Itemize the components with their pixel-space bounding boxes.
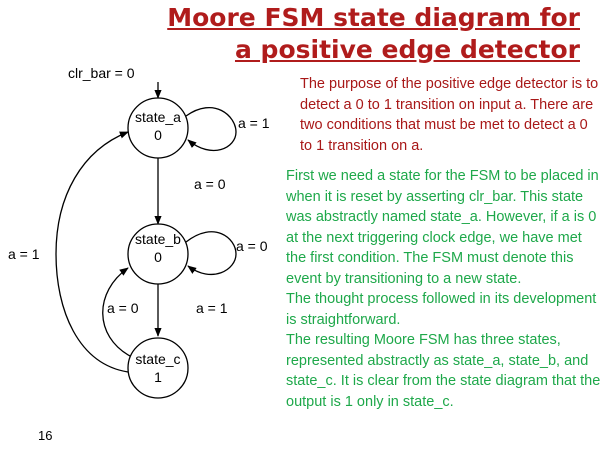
transition-a-to-b-label: a = 0 — [194, 176, 226, 192]
transition-a-self-label: a = 1 — [238, 115, 270, 131]
transition-c-to-a — [55, 131, 129, 373]
body-paragraph-3: The resulting Moore FSM has three states… — [286, 332, 601, 410]
state-c-name: state_c — [135, 351, 180, 367]
reset-label: clr_bar = 0 — [68, 65, 135, 81]
state-a-output: 0 — [154, 127, 162, 143]
state-a-name: state_a — [135, 109, 181, 125]
slide-title: Moore FSM state diagram for a positive e… — [160, 2, 580, 66]
transition-b-to-c-label: a = 1 — [196, 300, 228, 316]
state-b-name: state_b — [135, 231, 181, 247]
state-b-output: 0 — [154, 249, 162, 265]
title-line-1: Moore FSM state diagram for — [167, 3, 580, 32]
transition-c-to-b — [102, 267, 131, 357]
transition-b-self — [185, 231, 237, 276]
page-number: 16 — [38, 428, 53, 443]
state-c: state_c 1 — [127, 337, 189, 399]
transition-b-self-label: a = 0 — [236, 238, 268, 254]
body-text: First we need a state for the FSM to be … — [286, 166, 604, 412]
transition-a-self — [185, 107, 237, 152]
intro-paragraph: The purpose of the positive edge detecto… — [300, 76, 599, 154]
state-a: state_a 0 — [127, 97, 189, 159]
state-c-output: 1 — [154, 369, 162, 385]
body-paragraph-2: The thought process followed in its deve… — [286, 291, 597, 328]
title-line-2: a positive edge detector — [234, 35, 580, 64]
transition-c-to-a-label: a = 1 — [8, 246, 40, 262]
state-b: state_b 0 — [127, 223, 189, 285]
body-paragraph-1: First we need a state for the FSM to be … — [286, 168, 599, 287]
transition-c-to-b-label: a = 0 — [107, 300, 139, 316]
